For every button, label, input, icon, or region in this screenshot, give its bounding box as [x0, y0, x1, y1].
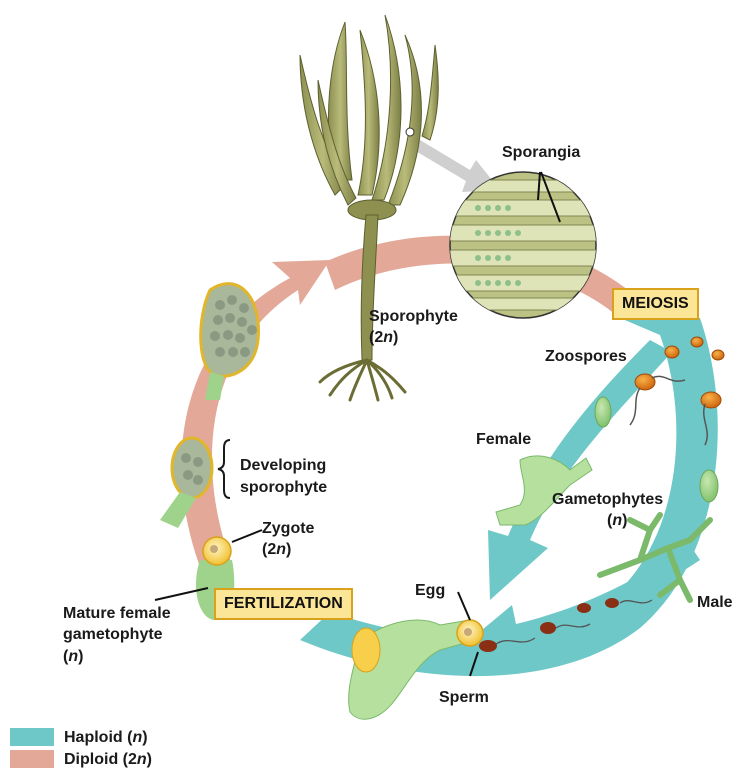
legend-diploid-label: Diploid (2n) — [64, 750, 152, 769]
zygote-label: Zygote — [262, 519, 314, 538]
sporophyte-ploidy: (2n) — [369, 328, 398, 347]
developing-sporophyte-large — [201, 284, 259, 400]
mature-female-label-2: gametophyte — [63, 625, 163, 644]
meiosis-label: MEIOSIS — [612, 288, 699, 320]
zygote-ploidy: (2n) — [262, 540, 291, 559]
fertilization-label: FERTILIZATION — [214, 588, 353, 620]
sporangia-label: Sporangia — [502, 143, 580, 162]
mature-female-label-1: Mature female — [63, 604, 171, 623]
developing-sporophyte-label-1: Developing — [240, 456, 326, 475]
legend-haploid-swatch — [10, 728, 54, 746]
gametophytes-label: Gametophytes — [552, 490, 663, 509]
sporophyte-label: Sporophyte — [369, 307, 458, 326]
legend-diploid-swatch — [10, 750, 54, 768]
legend-haploid-label: Haploid (n) — [64, 728, 148, 747]
zoospores-label: Zoospores — [545, 347, 627, 366]
sporangia-magnified — [445, 172, 605, 318]
gametophytes-ploidy: (n) — [607, 511, 627, 530]
male-label: Male — [697, 593, 733, 612]
developing-sporophyte-label-2: sporophyte — [240, 478, 327, 497]
sperm-label: Sperm — [439, 688, 489, 707]
mature-female-ploidy: (n) — [63, 647, 83, 666]
female-label: Female — [476, 430, 531, 449]
egg-label: Egg — [415, 581, 445, 600]
